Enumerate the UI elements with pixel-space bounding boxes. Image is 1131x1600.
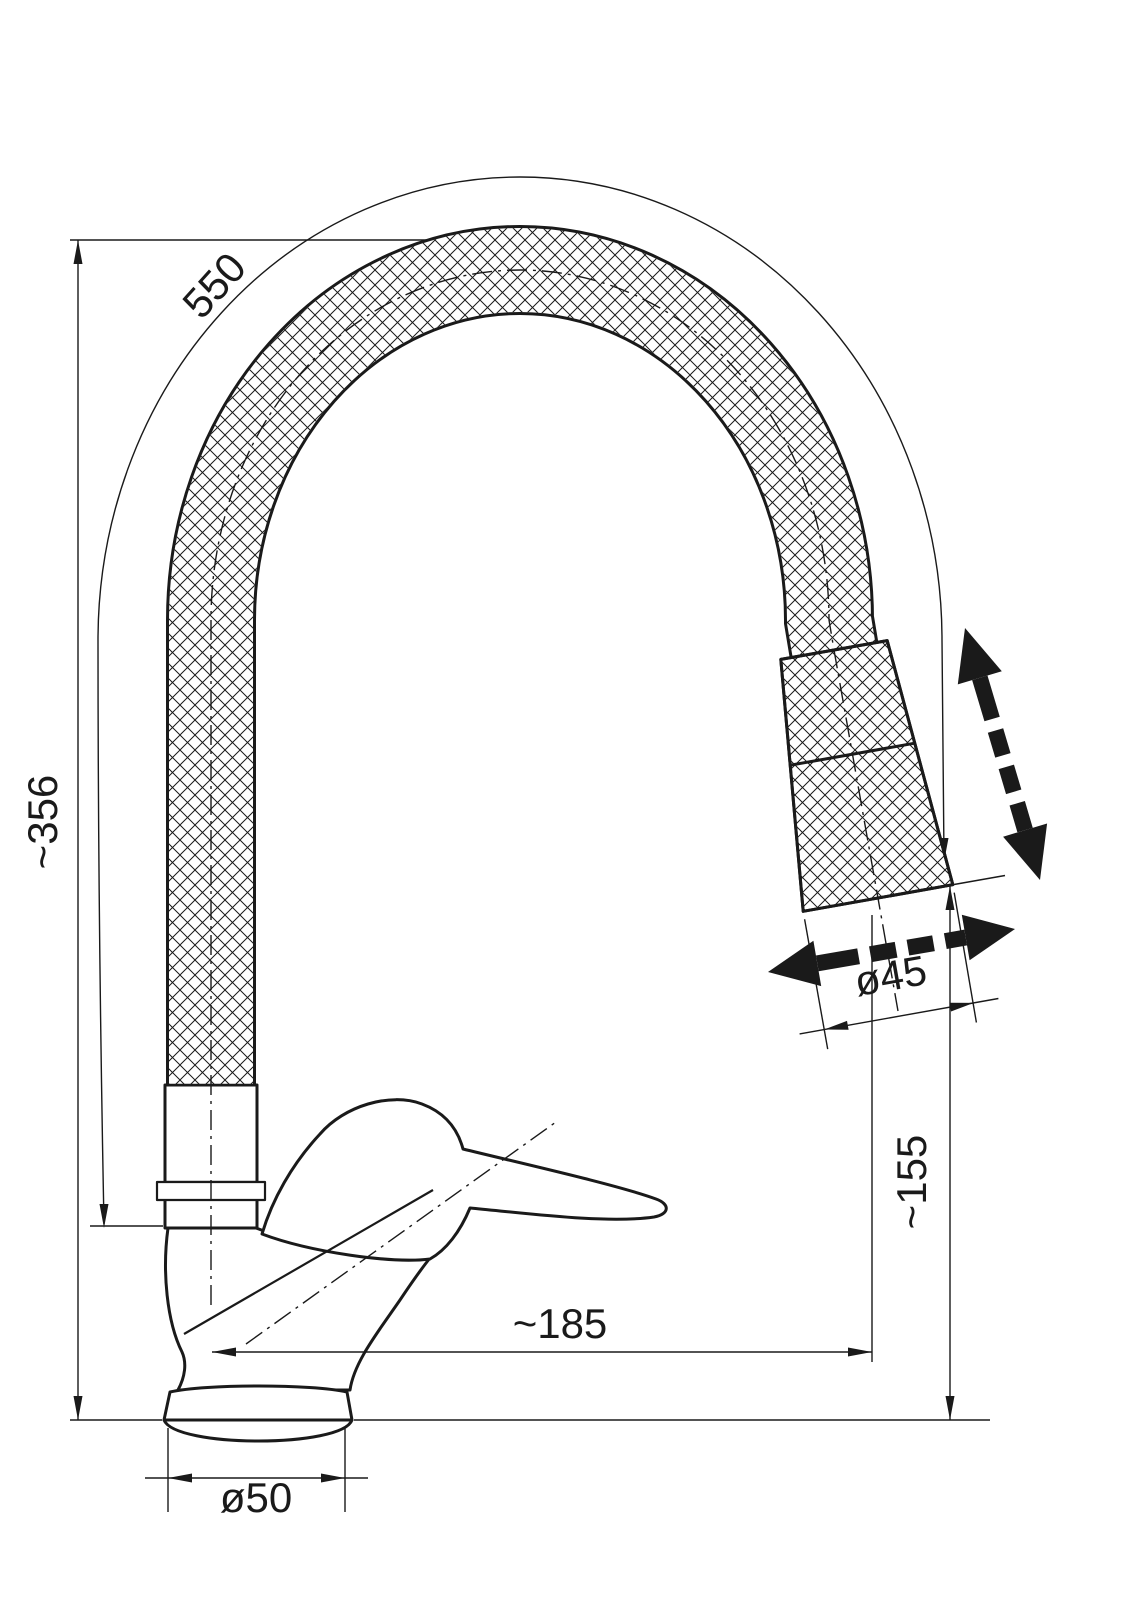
- dim-label-total-height: ~356: [19, 775, 66, 870]
- arrow-swivel-right: [943, 914, 1015, 961]
- body-seam: [183, 1189, 434, 1335]
- base-flange-front: [162, 1419, 354, 1443]
- dim-label-hose-length: 550: [173, 244, 255, 328]
- dimension-spout-height: [945, 886, 955, 1420]
- dim-label-spout-reach: ~185: [513, 1300, 608, 1347]
- spray-head: [779, 639, 1006, 913]
- dim-label-base-diameter: ø50: [220, 1474, 292, 1521]
- faucet-body: [155, 1083, 668, 1443]
- centerlines: [210, 269, 899, 1345]
- handle-axis-centerline: [245, 1121, 557, 1345]
- hose-centerline: [210, 269, 899, 1305]
- dimension-base-diameter: [145, 1428, 368, 1512]
- movement-arrows: [768, 628, 1048, 987]
- arrow-pull-down: [1003, 801, 1048, 880]
- handle-lever: [260, 1098, 668, 1262]
- flexible-hose: [166, 225, 879, 1087]
- dimension-total-height: [70, 239, 990, 1421]
- dim-label-spray-diameter: ø45: [851, 946, 930, 1005]
- arrow-pull-up: [957, 628, 1002, 722]
- dim-label-spout-height: ~155: [888, 1135, 935, 1230]
- dimension-spout-reach: [212, 915, 873, 1362]
- dimension-spray-diameter: [799, 892, 999, 1050]
- base-flange: [162, 1384, 354, 1422]
- arrow-swivel-left: [768, 940, 860, 987]
